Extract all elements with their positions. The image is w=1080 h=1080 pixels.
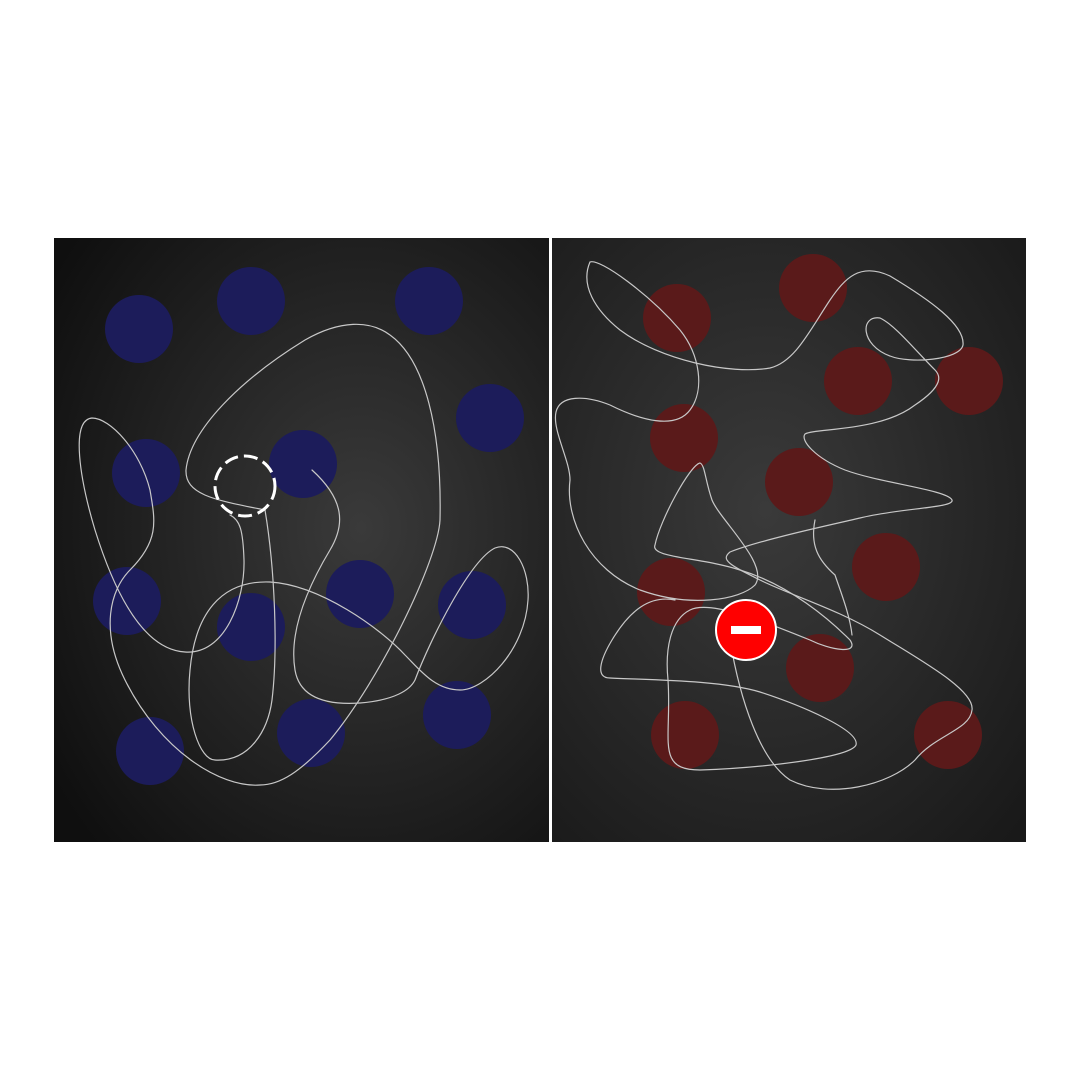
right-dot[interactable] xyxy=(651,701,719,769)
start-marker[interactable] xyxy=(213,454,277,518)
dashed-circle-start-icon[interactable] xyxy=(213,454,277,518)
left-trace-line xyxy=(188,469,529,761)
right-dot[interactable] xyxy=(824,347,892,415)
right-panel[interactable] xyxy=(552,238,1026,842)
left-trace-lines xyxy=(78,323,529,786)
right-trace-line xyxy=(554,261,857,771)
left-dot[interactable] xyxy=(456,384,524,452)
left-dot[interactable] xyxy=(112,439,180,507)
left-trace-line xyxy=(78,323,441,786)
left-dot-group xyxy=(93,267,524,785)
left-dot[interactable] xyxy=(395,267,463,335)
right-trace-lines xyxy=(554,261,973,790)
left-dot[interactable] xyxy=(93,567,161,635)
right-dot[interactable] xyxy=(643,284,711,352)
right-dot[interactable] xyxy=(786,634,854,702)
left-dot[interactable] xyxy=(105,295,173,363)
right-trace-line xyxy=(586,261,973,790)
stop-marker[interactable] xyxy=(715,599,777,661)
left-dot[interactable] xyxy=(423,681,491,749)
right-dot[interactable] xyxy=(765,448,833,516)
right-dot[interactable] xyxy=(935,347,1003,415)
left-dot[interactable] xyxy=(438,571,506,639)
left-dot[interactable] xyxy=(269,430,337,498)
panel-divider xyxy=(549,238,552,842)
right-dot[interactable] xyxy=(852,533,920,601)
left-dot[interactable] xyxy=(277,699,345,767)
right-dot[interactable] xyxy=(650,404,718,472)
left-dot[interactable] xyxy=(217,593,285,661)
left-dot[interactable] xyxy=(326,560,394,628)
no-entry-bar xyxy=(731,626,761,634)
right-trace-line xyxy=(812,519,853,636)
right-dot[interactable] xyxy=(637,558,705,626)
left-dot[interactable] xyxy=(116,717,184,785)
left-panel[interactable] xyxy=(54,238,549,842)
left-dot[interactable] xyxy=(217,267,285,335)
right-dot[interactable] xyxy=(779,254,847,322)
